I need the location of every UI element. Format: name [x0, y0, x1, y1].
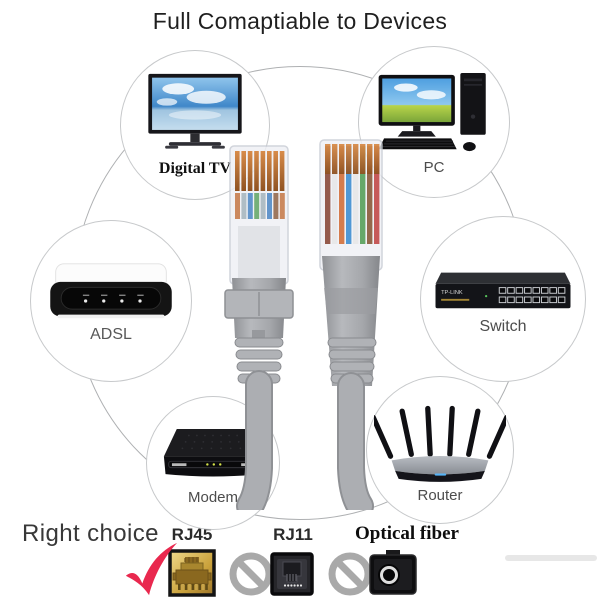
red-checkmark-icon	[125, 542, 178, 596]
device-label-modem: Modem	[187, 488, 239, 506]
device-circle-switch: TP-LINK Switch	[420, 216, 586, 382]
device-label-router: Router	[417, 486, 463, 504]
device-circle-pc: PC	[358, 46, 510, 198]
digital-tv-icon	[148, 73, 242, 149]
optical-fiber-port-icon	[369, 550, 417, 595]
network-switch-icon: TP-LINK	[435, 272, 571, 308]
device-circle-adsl: ADSL	[30, 220, 192, 382]
footer-heading: Right choice	[22, 520, 159, 547]
decorative-edge-strip	[505, 555, 597, 561]
device-circle-router: Router	[366, 376, 514, 524]
device-label-switch: Switch	[479, 317, 527, 335]
svg-text:TP-LINK: TP-LINK	[441, 290, 463, 296]
device-label-digital-tv: Digital TV	[158, 160, 232, 177]
left-rj45-connector	[224, 145, 294, 510]
no-symbol-icon	[328, 552, 372, 596]
rj45-port-icon	[168, 549, 216, 597]
rj11-port-icon	[270, 552, 314, 596]
device-label-adsl: ADSL	[90, 326, 132, 343]
option-label-rj45: RJ45	[171, 525, 213, 544]
adsl-modem-icon	[50, 263, 172, 319]
rj45-cable-connectors-graphic	[224, 139, 383, 510]
router-icon	[374, 405, 506, 482]
page-title: Full Comaptiable to Devices	[152, 8, 448, 34]
no-symbol-icon	[229, 552, 273, 596]
right-rj45-connector	[319, 139, 383, 510]
pc-icon	[378, 72, 486, 151]
option-label-optical-fiber: Optical fiber	[355, 523, 459, 544]
modem-icon	[163, 428, 263, 477]
device-label-pc: PC	[423, 158, 445, 176]
option-label-rj11: RJ11	[273, 525, 313, 544]
